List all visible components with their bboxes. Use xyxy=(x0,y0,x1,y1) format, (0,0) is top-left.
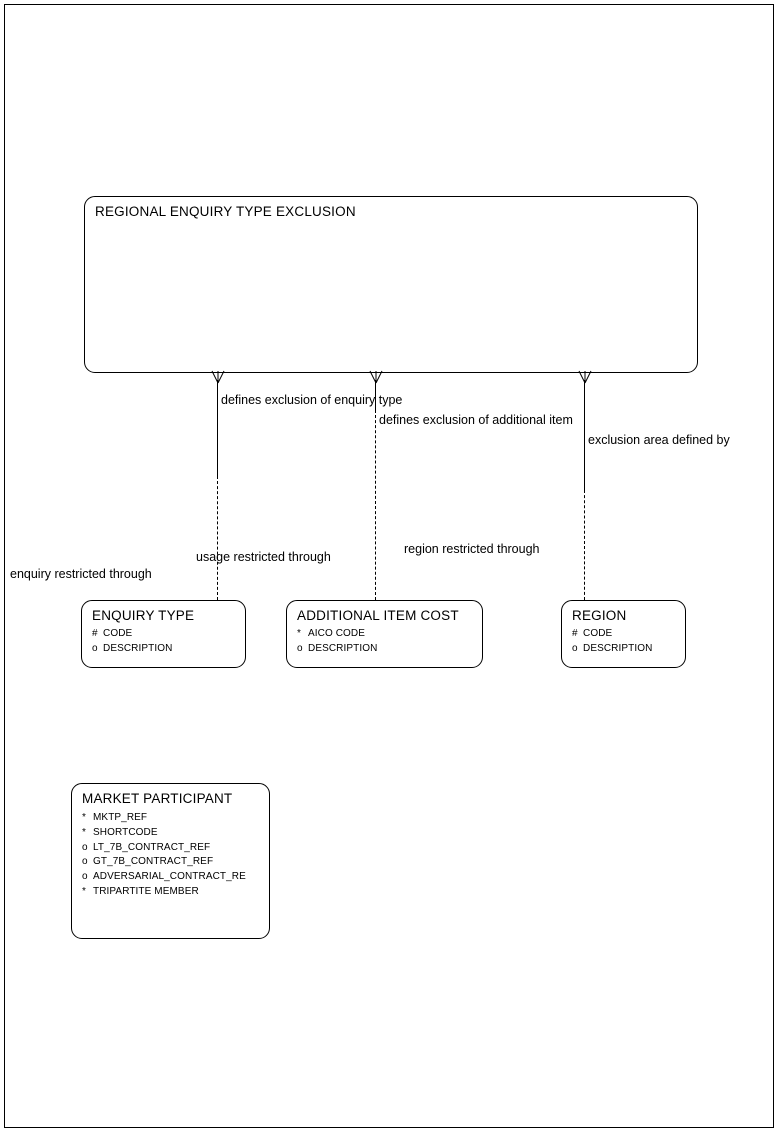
attribute-list: * AICO CODE o DESCRIPTION xyxy=(297,627,377,657)
connector-enquiry-type-solid xyxy=(217,380,218,476)
attribute-label: MKTP_REF xyxy=(93,812,148,823)
entity-region[interactable]: REGION # CODE o DESCRIPTION xyxy=(561,600,686,668)
attribute-row: * AICO CODE xyxy=(297,627,377,642)
attribute-marker: o xyxy=(572,642,578,654)
attribute-label: TRIPARTITE MEMBER xyxy=(93,885,199,897)
attribute-label: AICO CODE xyxy=(308,628,366,639)
attribute-row: o DESCRIPTION xyxy=(297,642,377,657)
entity-title: ENQUIRY TYPE xyxy=(92,608,195,623)
attribute-list: # CODE o DESCRIPTION xyxy=(572,627,652,657)
attribute-label: CODE xyxy=(583,628,613,639)
attribute-row: o LT_7B_CONTRACT_REF xyxy=(82,841,246,856)
attribute-marker: o xyxy=(92,642,98,654)
attribute-marker: * xyxy=(297,628,301,639)
connector-additional-item-cost-solid xyxy=(375,380,376,410)
entity-title: MARKET PARTICIPANT xyxy=(82,791,233,806)
attribute-marker: * xyxy=(82,812,86,823)
attribute-row: # CODE xyxy=(572,627,652,642)
entity-title: REGION xyxy=(572,608,627,623)
attribute-row: o GT_7B_CONTRACT_REF xyxy=(82,855,246,870)
page-border xyxy=(4,4,774,1128)
attribute-label: DESCRIPTION xyxy=(103,642,173,654)
relationship-label-enquiry-restricted-through: enquiry restricted through xyxy=(10,567,152,581)
entity-enquiry-type[interactable]: ENQUIRY TYPE # CODE o DESCRIPTION xyxy=(81,600,246,668)
attribute-label: SHORTCODE xyxy=(93,826,158,838)
relationship-label-usage-restricted-through: usage restricted through xyxy=(196,550,331,564)
attribute-label: LT_7B_CONTRACT_REF xyxy=(93,841,211,853)
attribute-marker: # xyxy=(92,628,98,639)
connector-enquiry-type-dashed xyxy=(217,476,218,600)
attribute-row: o DESCRIPTION xyxy=(92,642,172,657)
attribute-marker: # xyxy=(572,628,578,639)
attribute-marker: o xyxy=(82,871,88,883)
attribute-row: o ADVERSARIAL_CONTRACT_RE xyxy=(82,870,246,885)
attribute-list: * MKTP_REF * SHORTCODE o LT_7B_CONTRACT_REF… xyxy=(82,811,246,900)
relationship-label-exclusion-area-defined-by: exclusion area defined by xyxy=(588,433,730,447)
crowsfoot-icon-region xyxy=(578,370,592,384)
entity-regional-enquiry-type-exclusion[interactable]: REGIONAL ENQUIRY TYPE EXCLUSION xyxy=(84,196,698,373)
attribute-label: DESCRIPTION xyxy=(583,642,653,654)
relationship-label-defines-exclusion-of-enquiry-type: defines exclusion of enquiry type xyxy=(221,393,403,407)
attribute-list: # CODE o DESCRIPTION xyxy=(92,627,172,657)
attribute-label: GT_7B_CONTRACT_REF xyxy=(93,856,214,868)
connector-additional-item-cost-dashed xyxy=(375,410,376,600)
attribute-marker: * xyxy=(82,826,86,838)
attribute-label: ADVERSARIAL_CONTRACT_RE xyxy=(93,871,246,883)
connector-region-dashed xyxy=(584,490,585,600)
entity-market-participant[interactable]: MARKET PARTICIPANT * MKTP_REF * SHORTCODE … xyxy=(71,783,270,939)
attribute-row: * SHORTCODE xyxy=(82,826,246,841)
entity-title: REGIONAL ENQUIRY TYPE EXCLUSION xyxy=(95,204,356,219)
attribute-label: DESCRIPTION xyxy=(308,642,378,654)
connector-region-solid xyxy=(584,380,585,490)
relationship-label-region-restricted-through: region restricted through xyxy=(404,542,540,556)
attribute-row: * TRIPARTITE MEMBER xyxy=(82,885,246,900)
crowsfoot-icon-additional-item-cost xyxy=(369,370,383,384)
entity-title: ADDITIONAL ITEM COST xyxy=(297,608,459,623)
attribute-marker: o xyxy=(82,856,88,868)
attribute-marker: o xyxy=(82,841,88,853)
attribute-row: * MKTP_REF xyxy=(82,811,246,826)
relationship-label-defines-exclusion-of-additional-item: defines exclusion of additional item xyxy=(379,413,573,427)
attribute-label: CODE xyxy=(103,628,133,639)
crowsfoot-icon-enquiry-type xyxy=(211,370,225,384)
attribute-marker: o xyxy=(297,642,303,654)
attribute-row: # CODE xyxy=(92,627,172,642)
attribute-marker: * xyxy=(82,885,86,897)
attribute-row: o DESCRIPTION xyxy=(572,642,652,657)
entity-additional-item-cost[interactable]: ADDITIONAL ITEM COST * AICO CODE o DESCRIP… xyxy=(286,600,483,668)
